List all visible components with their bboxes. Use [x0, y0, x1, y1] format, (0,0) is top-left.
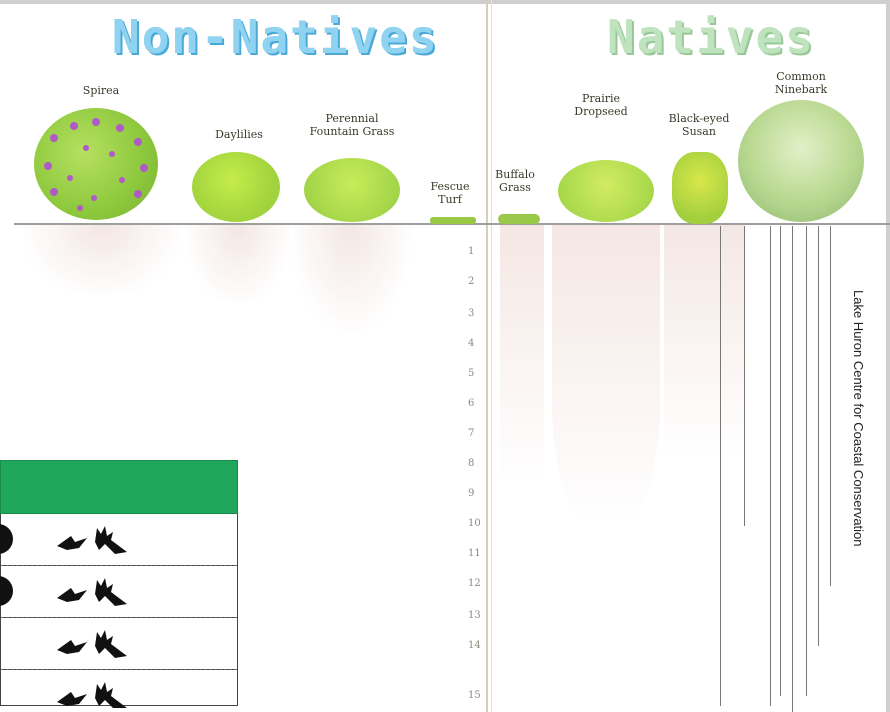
- black-eyed-susan-plant: [672, 152, 728, 224]
- heading-natives: Natives: [607, 10, 815, 64]
- plant-label-fescue-turf: Fescue Turf: [428, 180, 472, 206]
- plant-name: Common: [760, 70, 842, 83]
- spirea-plant: [34, 108, 158, 220]
- plant-label-black-eyed-susan: Black-eyed Susan: [656, 112, 742, 138]
- circle-icon: [0, 576, 13, 606]
- fescue-turf-plant: [430, 217, 476, 224]
- credit-text: Lake Huron Centre for Coastal Conservati…: [851, 290, 866, 547]
- bird-deer-icon: [57, 574, 137, 610]
- ruler-number: 5: [468, 368, 474, 379]
- plant-name-line2: Turf: [428, 193, 472, 206]
- ruler-number: 14: [468, 640, 481, 651]
- plant-label-common-ninebark: Common Ninebark: [760, 70, 842, 96]
- ruler-number: 1: [468, 246, 474, 257]
- ruler-number: 12: [468, 578, 481, 589]
- prairie-dropseed-plant: [558, 160, 654, 222]
- top-border: [0, 0, 890, 4]
- daylilies-plant: [192, 152, 280, 222]
- common-ninebark-plant: [738, 100, 864, 222]
- fountain-grass-roots: [292, 225, 410, 331]
- plant-name: Perennial: [296, 112, 408, 125]
- right-border: [886, 0, 890, 712]
- plant-name: Black-eyed: [656, 112, 742, 125]
- ruler-number: 11: [468, 548, 481, 559]
- daylilies-roots: [186, 225, 290, 303]
- plant-label-fountain-grass: Perennial Fountain Grass: [296, 112, 408, 138]
- black-eyed-susan-roots: [664, 225, 744, 455]
- heading-non-natives: Non-Natives: [112, 10, 439, 64]
- table-row: [0, 566, 238, 618]
- plant-name: Daylilies: [204, 128, 274, 141]
- plant-name-line2: Susan: [656, 125, 742, 138]
- plant-label-prairie-dropseed: Prairie Dropseed: [566, 92, 636, 118]
- buffalo-grass-plant: [498, 214, 540, 224]
- center-divider-secondary: [491, 0, 492, 712]
- plant-label-daylilies: Daylilies: [204, 128, 274, 141]
- ruler-number: 13: [468, 610, 481, 621]
- circle-icon: [0, 524, 13, 554]
- ruler-number: 2: [468, 276, 474, 287]
- bird-deer-icon: [57, 626, 137, 662]
- info-table: [0, 460, 238, 706]
- plant-name: Fescue: [428, 180, 472, 193]
- fountain-grass-plant: [304, 158, 400, 222]
- bird-deer-icon: [57, 678, 137, 708]
- plant-name-line2: Fountain Grass: [296, 125, 408, 138]
- plant-label-spirea: Spirea: [74, 84, 128, 97]
- ruler-number: 9: [468, 488, 474, 499]
- plant-label-buffalo-grass: Buffalo Grass: [492, 168, 538, 194]
- plant-name-line2: Dropseed: [566, 105, 636, 118]
- table-header: [0, 460, 238, 514]
- ruler-number: 7: [468, 428, 474, 439]
- table-row: [0, 670, 238, 706]
- table-row: [0, 514, 238, 566]
- plant-name: Buffalo: [492, 168, 538, 181]
- ruler-number: 6: [468, 398, 474, 409]
- plant-name: Prairie: [566, 92, 636, 105]
- plant-name-line2: Ninebark: [760, 83, 842, 96]
- plant-name: Spirea: [74, 84, 128, 97]
- plant-name-line2: Grass: [492, 181, 538, 194]
- bird-deer-icon: [57, 522, 137, 558]
- ruler-number: 8: [468, 458, 474, 469]
- ruler-number: 15: [468, 690, 481, 701]
- ruler-number: 10: [468, 518, 481, 529]
- center-divider: [486, 0, 488, 712]
- spirea-roots: [24, 225, 180, 295]
- buffalo-grass-roots: [500, 225, 544, 485]
- spirea-flowers: [34, 108, 158, 220]
- ruler-number: 4: [468, 338, 474, 349]
- table-row: [0, 618, 238, 670]
- ruler-number: 3: [468, 308, 474, 319]
- prairie-dropseed-roots: [552, 225, 660, 525]
